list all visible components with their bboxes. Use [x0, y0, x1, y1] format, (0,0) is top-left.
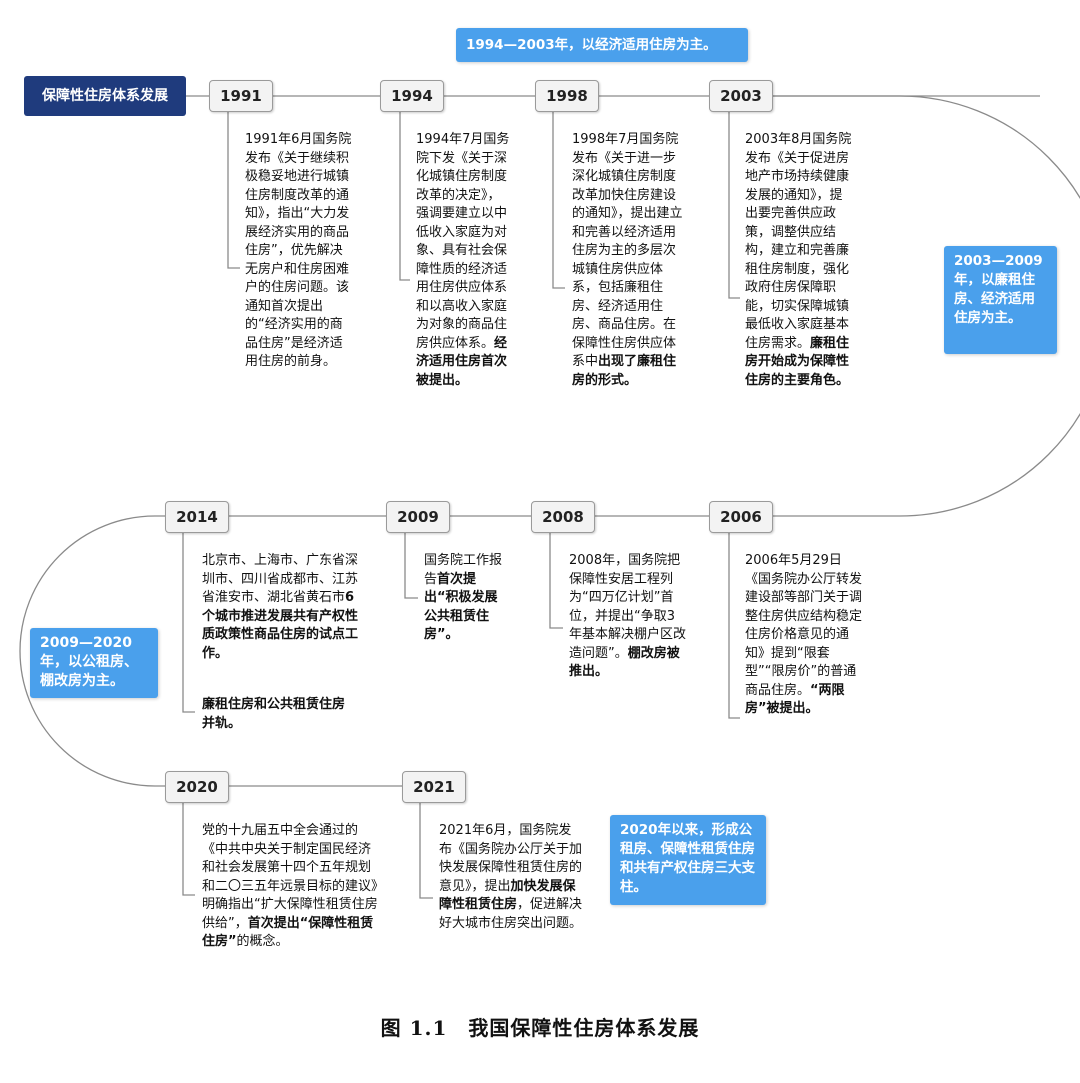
- desc-2014-second-highlight: 廉租住房和公共租赁住房并轨。: [202, 697, 346, 731]
- desc-2008: 2008年，国务院把保障性安居工程列为“四万亿计划”首位，并提出“争取3年基本解…: [569, 552, 687, 682]
- bracket-2021: [419, 801, 433, 899]
- bracket-2006: [728, 531, 740, 719]
- desc-2014-highlight: 6个城市推进发展共有产权性质政策性商品住房的试点工作。: [202, 590, 359, 661]
- note-1994-2003: 1994—2003年，以经济适用住房为主。: [456, 28, 748, 62]
- year-node-1998: 1998: [535, 80, 599, 112]
- root-topic: 保障性住房体系发展: [24, 76, 186, 116]
- desc-2006-text: 2006年5月29日《国务院办公厅转发建设部等部门关于调整住房供应结构稳定住房价…: [745, 553, 863, 698]
- desc-2014-second: 廉租住房和公共租赁住房并轨。: [202, 696, 352, 733]
- bracket-2020: [182, 801, 195, 896]
- desc-2009: 国务院工作报告首次提出“积极发展公共租赁住房”。: [424, 552, 510, 645]
- desc-1991-text: 1991年6月国务院发布《关于继续积极稳妥地进行城镇住房制度改革的通知》，指出“…: [245, 132, 352, 369]
- desc-1994-text: 1994年7月国务院下发《关于深化城镇住房制度改革的决定》，强调要建立以中低收入…: [416, 132, 510, 351]
- year-node-1991: 1991: [209, 80, 273, 112]
- desc-1998: 1998年7月国务院发布《关于进一步深化城镇住房制度改革加快住房建设的通知》，提…: [572, 131, 684, 390]
- desc-2003: 2003年8月国务院发布《关于促进房地产市场持续健康发展的通知》，提出要完善供应…: [745, 131, 853, 390]
- left-curve: [19, 515, 165, 787]
- year-node-2003: 2003: [709, 80, 773, 112]
- desc-2020: 党的十九届五中全会通过的《中共中央关于制定国民经济和社会发展第十四个五年规划和二…: [202, 822, 378, 952]
- year-node-2009: 2009: [386, 501, 450, 533]
- bracket-1998: [552, 111, 565, 289]
- year-node-2006: 2006: [709, 501, 773, 533]
- year-node-2021: 2021: [402, 771, 466, 803]
- figure-caption: 图 1.1 我国保障性住房体系发展: [380, 1016, 700, 1040]
- year-node-2020: 2020: [165, 771, 229, 803]
- desc-2021-text: 2021年6月，国务院发布《国务院办公厅关于加快发展保障性租赁住房的意见》，提出: [439, 823, 583, 894]
- year-node-2008: 2008: [531, 501, 595, 533]
- desc-1994: 1994年7月国务院下发《关于深化城镇住房制度改革的决定》，强调要建立以中低收入…: [416, 131, 512, 390]
- desc-2021-tail: ，促进解决好大城市住房突出问题。: [439, 897, 583, 931]
- bracket-2003: [728, 111, 740, 299]
- note-2009-2020: 2009—2020年，以公租房、棚改房为主。: [30, 628, 158, 698]
- bracket-2009: [404, 531, 418, 599]
- desc-2020-tail: 的概念。: [236, 934, 289, 949]
- desc-2003-highlight: 廉租住房开始成为保障性住房的主要角色。: [745, 335, 850, 388]
- bracket-1994: [399, 111, 410, 281]
- desc-1991: 1991年6月国务院发布《关于继续积极稳妥地进行城镇住房制度改革的通知》，指出“…: [245, 131, 355, 372]
- desc-2020-highlight: 首次提出“保障性租赁住房”: [202, 915, 374, 950]
- note-2020-onward: 2020年以来，形成公租房、保障性租赁住房和共有产权住房三大支柱。: [610, 815, 766, 905]
- right-curve: [760, 95, 1080, 517]
- desc-2009-text: 国务院工作报告: [424, 553, 503, 587]
- desc-2008-highlight: 棚改房被推出。: [569, 645, 680, 680]
- desc-2008-text: 2008年，国务院把保障性安居工程列为“四万亿计划”首位，并提出“争取3年基本解…: [569, 553, 687, 661]
- desc-2006: 2006年5月29日《国务院办公厅转发建设部等部门关于调整住房供应结构稳定住房价…: [745, 552, 867, 719]
- desc-2006-highlight: “两限房”被提出。: [745, 682, 845, 717]
- desc-2021: 2021年6月，国务院发布《国务院办公厅关于加快发展保障性租赁住房的意见》，提出…: [439, 822, 583, 933]
- year-node-2014: 2014: [165, 501, 229, 533]
- bracket-1991: [227, 111, 240, 269]
- desc-1998-text: 1998年7月国务院发布《关于进一步深化城镇住房制度改革加快住房建设的通知》，提…: [572, 132, 683, 369]
- desc-1994-highlight: 经济适用住房首次被提出。: [416, 335, 508, 388]
- desc-2020-text: 党的十九届五中全会通过的《中共中央关于制定国民经济和社会发展第十四个五年规划和二…: [202, 823, 378, 931]
- year-node-1994: 1994: [380, 80, 444, 112]
- bracket-2008: [549, 531, 563, 629]
- bracket-2014: [182, 531, 195, 713]
- desc-2014-text: 北京市、上海市、广东省深圳市、四川省成都市、江苏省淮安市、湖北省黄石市: [202, 553, 359, 605]
- note-2003-2009: 2003—2009年，以廉租住房、经济适用住房为主。: [944, 246, 1057, 354]
- desc-2003-text: 2003年8月国务院发布《关于促进房地产市场持续健康发展的通知》，提出要完善供应…: [745, 132, 852, 351]
- desc-2009-highlight: 首次提出“积极发展公共租赁住房”。: [424, 571, 498, 643]
- desc-2021-highlight: 加快发展保障性租赁住房: [439, 878, 576, 913]
- desc-2014: 北京市、上海市、广东省深圳市、四川省成都市、江苏省淮安市、湖北省黄石市6个城市推…: [202, 552, 362, 663]
- desc-1998-highlight: 出现了廉租住房的形式。: [572, 354, 677, 388]
